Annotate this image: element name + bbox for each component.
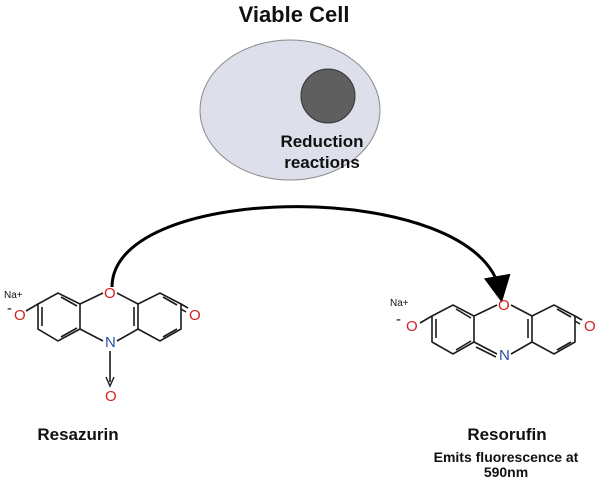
resazurin-bonds <box>25 292 189 388</box>
resorufin-keto-oxygen: O <box>584 318 596 335</box>
resazurin-keto-oxygen: O <box>189 307 201 324</box>
resazurin-ring-oxygen: O <box>104 285 116 302</box>
cell-nucleus <box>300 68 356 124</box>
cell-label-line1: Reduction <box>280 132 363 151</box>
resazurin-structure: Na+ - O O O N O <box>4 285 201 405</box>
resorufin-counter-ion: Na+ <box>390 298 409 309</box>
resorufin-label: Resorufin <box>467 425 546 444</box>
viable-cell: Reduction reactions <box>199 39 381 181</box>
resorufin-structure: Na+ - O O O N <box>390 297 596 364</box>
resazurin-n-oxide-oxygen: O <box>105 388 117 405</box>
diagram-title: Viable Cell <box>239 2 350 27</box>
resorufin-note-line1: Emits fluorescence at <box>434 449 579 465</box>
resazurin-label: Resazurin <box>37 425 118 444</box>
cell-label-line2: reactions <box>284 153 360 172</box>
resorufin-phenoxide-oxygen: O <box>406 318 418 335</box>
resazurin-charge: - <box>7 300 12 317</box>
resorufin-ring-nitrogen: N <box>499 347 510 364</box>
resorufin-ring-oxygen: O <box>498 297 510 314</box>
resorufin-charge: - <box>396 311 401 328</box>
resorufin-bonds <box>419 304 583 358</box>
resazurin-ring-nitrogen: N <box>105 334 116 351</box>
resorufin-note-line2: 590nm <box>484 464 528 479</box>
resazurin-counter-ion: Na+ <box>4 290 23 301</box>
resazurin-phenoxide-oxygen: O <box>14 307 26 324</box>
reaction-arrow <box>110 205 511 303</box>
